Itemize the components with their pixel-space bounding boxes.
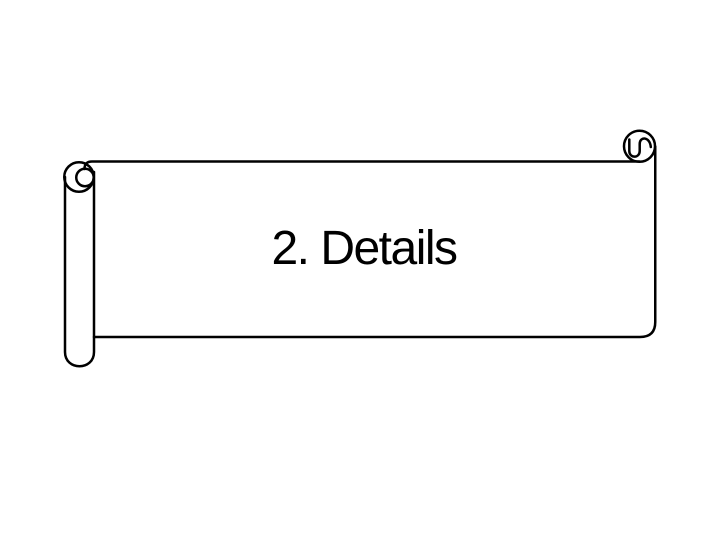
left-curl-inner-circle — [75, 167, 95, 188]
right-curl-circle — [622, 129, 657, 163]
banner-right-bottom-edge — [92, 145, 657, 339]
left-roll-tube — [63, 170, 96, 368]
scroll-outline-group — [63, 129, 657, 368]
right-curl-spiral — [628, 137, 653, 158]
slide-title: 2. Details — [271, 222, 458, 276]
